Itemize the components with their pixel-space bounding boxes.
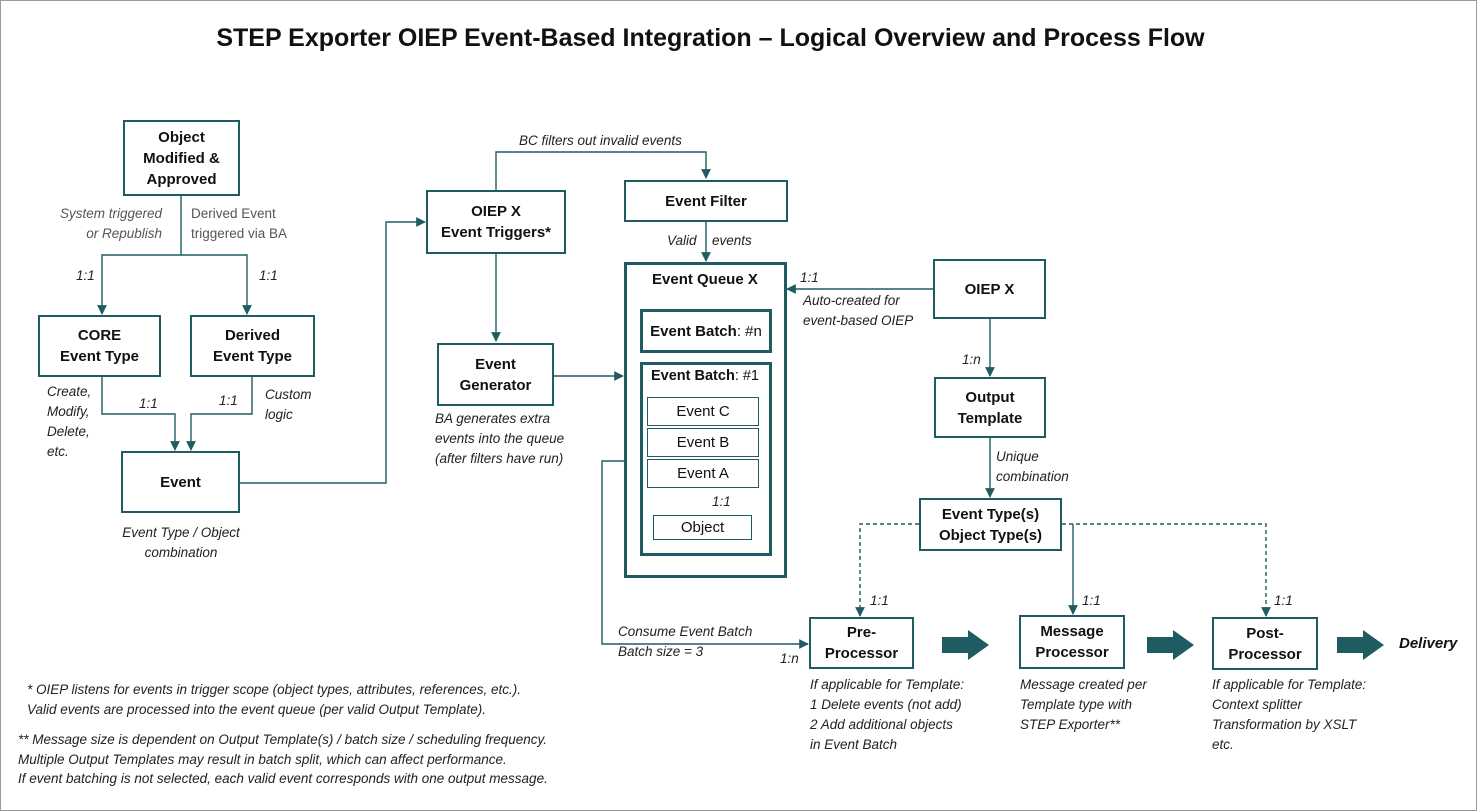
derived-event-label: Derived Event triggered via BA — [191, 206, 288, 241]
system-triggered-label: System triggered or Republish — [59, 206, 162, 241]
event-node: Event — [121, 451, 240, 513]
event-c-node: Event C — [647, 397, 759, 426]
core-event-type-node: CORE Event Type — [38, 315, 161, 377]
connector-types-to-post — [1062, 523, 1271, 617]
diagram-title: STEP Exporter OIEP Event-Based Integrati… — [216, 24, 1205, 52]
ba-generates-label: BA generates extra events into the queue… — [435, 411, 565, 466]
ratio-oiep-template-label: 1:n — [962, 352, 981, 367]
event-batch-1-number: : #1 — [734, 368, 759, 384]
connector-core-to-event — [101, 377, 180, 451]
object-node: Object — [653, 515, 752, 540]
ratio-consume-label: 1:n — [780, 651, 799, 666]
event-batch-n-label: Event Batch — [650, 322, 737, 340]
oiep-x-node: OIEP X — [933, 259, 1046, 319]
footnote-message-size: ** Message size is dependent on Output T… — [18, 732, 548, 786]
event-b-node: Event B — [647, 428, 759, 457]
valid-label: Valid — [667, 233, 697, 248]
process-arrow-3 — [1337, 630, 1384, 660]
custom-logic-label: Custom logic — [265, 387, 312, 422]
connector-types-to-pre — [855, 523, 919, 617]
bc-filters-label: BC filters out invalid events — [519, 133, 682, 148]
event-batch-n-node: Event Batch: #n — [640, 309, 772, 353]
message-processor-node: Message Processor — [1019, 615, 1125, 669]
derived-event-type-node: Derived Event Type — [190, 315, 315, 377]
core-actions-label: Create, Modify, Delete, etc. — [47, 384, 92, 459]
event-a-node: Event A — [647, 459, 759, 488]
message-processor-desc: Message created per Template type with S… — [1020, 677, 1147, 732]
event-batch-1-label: Event Batch — [651, 368, 735, 384]
delivery-label: Delivery — [1399, 635, 1458, 652]
event-filter-node: Event Filter — [624, 180, 788, 222]
connector-to-core — [97, 254, 181, 315]
ratio-event-object-label: 1:1 — [712, 494, 731, 509]
footnote-trigger-scope: * OIEP listens for events in trigger sco… — [27, 682, 521, 717]
object-modified-node: Object Modified & Approved — [123, 120, 240, 196]
event-batch-1-title: Event Batch: #1 — [651, 368, 759, 384]
connector-triggers-to-filter — [495, 151, 711, 190]
ratio-core-event-label: 1:1 — [139, 396, 158, 411]
event-batch-n-number: : #n — [736, 322, 762, 340]
pre-processor-desc: If applicable for Template: 1 Delete eve… — [810, 677, 965, 752]
process-arrow-2 — [1147, 630, 1194, 660]
consume-batch-label: Consume Event Batch Batch size = 3 — [618, 624, 753, 659]
ratio-core-label: 1:1 — [76, 268, 95, 283]
ratio-post-label: 1:1 — [1274, 593, 1293, 608]
process-arrow-1 — [942, 630, 989, 660]
connector-event-to-triggers — [240, 217, 426, 484]
connector-to-derived — [181, 254, 252, 315]
ratio-derived-label: 1:1 — [259, 268, 278, 283]
auto-created-label: Auto-created for event-based OIEP — [803, 293, 914, 328]
oiep-event-triggers-node: OIEP X Event Triggers* — [426, 190, 566, 254]
post-processor-node: Post- Processor — [1212, 617, 1318, 670]
event-queue-title: Event Queue X — [652, 271, 758, 288]
ratio-pre-label: 1:1 — [870, 593, 889, 608]
post-processor-desc: If applicable for Template: Context spli… — [1212, 677, 1367, 752]
event-object-types-node: Event Type(s) Object Type(s) — [919, 498, 1062, 551]
pre-processor-node: Pre- Processor — [809, 617, 914, 669]
ratio-message-label: 1:1 — [1082, 593, 1101, 608]
output-template-node: Output Template — [934, 377, 1046, 438]
events-label: events — [712, 233, 752, 248]
connector-derived-to-event — [186, 377, 253, 451]
event-generator-node: Event Generator — [437, 343, 554, 406]
unique-combination-label: Unique combination — [996, 449, 1069, 484]
event-combination-label: Event Type / Object combination — [122, 525, 240, 560]
ratio-oiep-queue-label: 1:1 — [800, 270, 819, 285]
ratio-derived-event-label: 1:1 — [219, 393, 238, 408]
